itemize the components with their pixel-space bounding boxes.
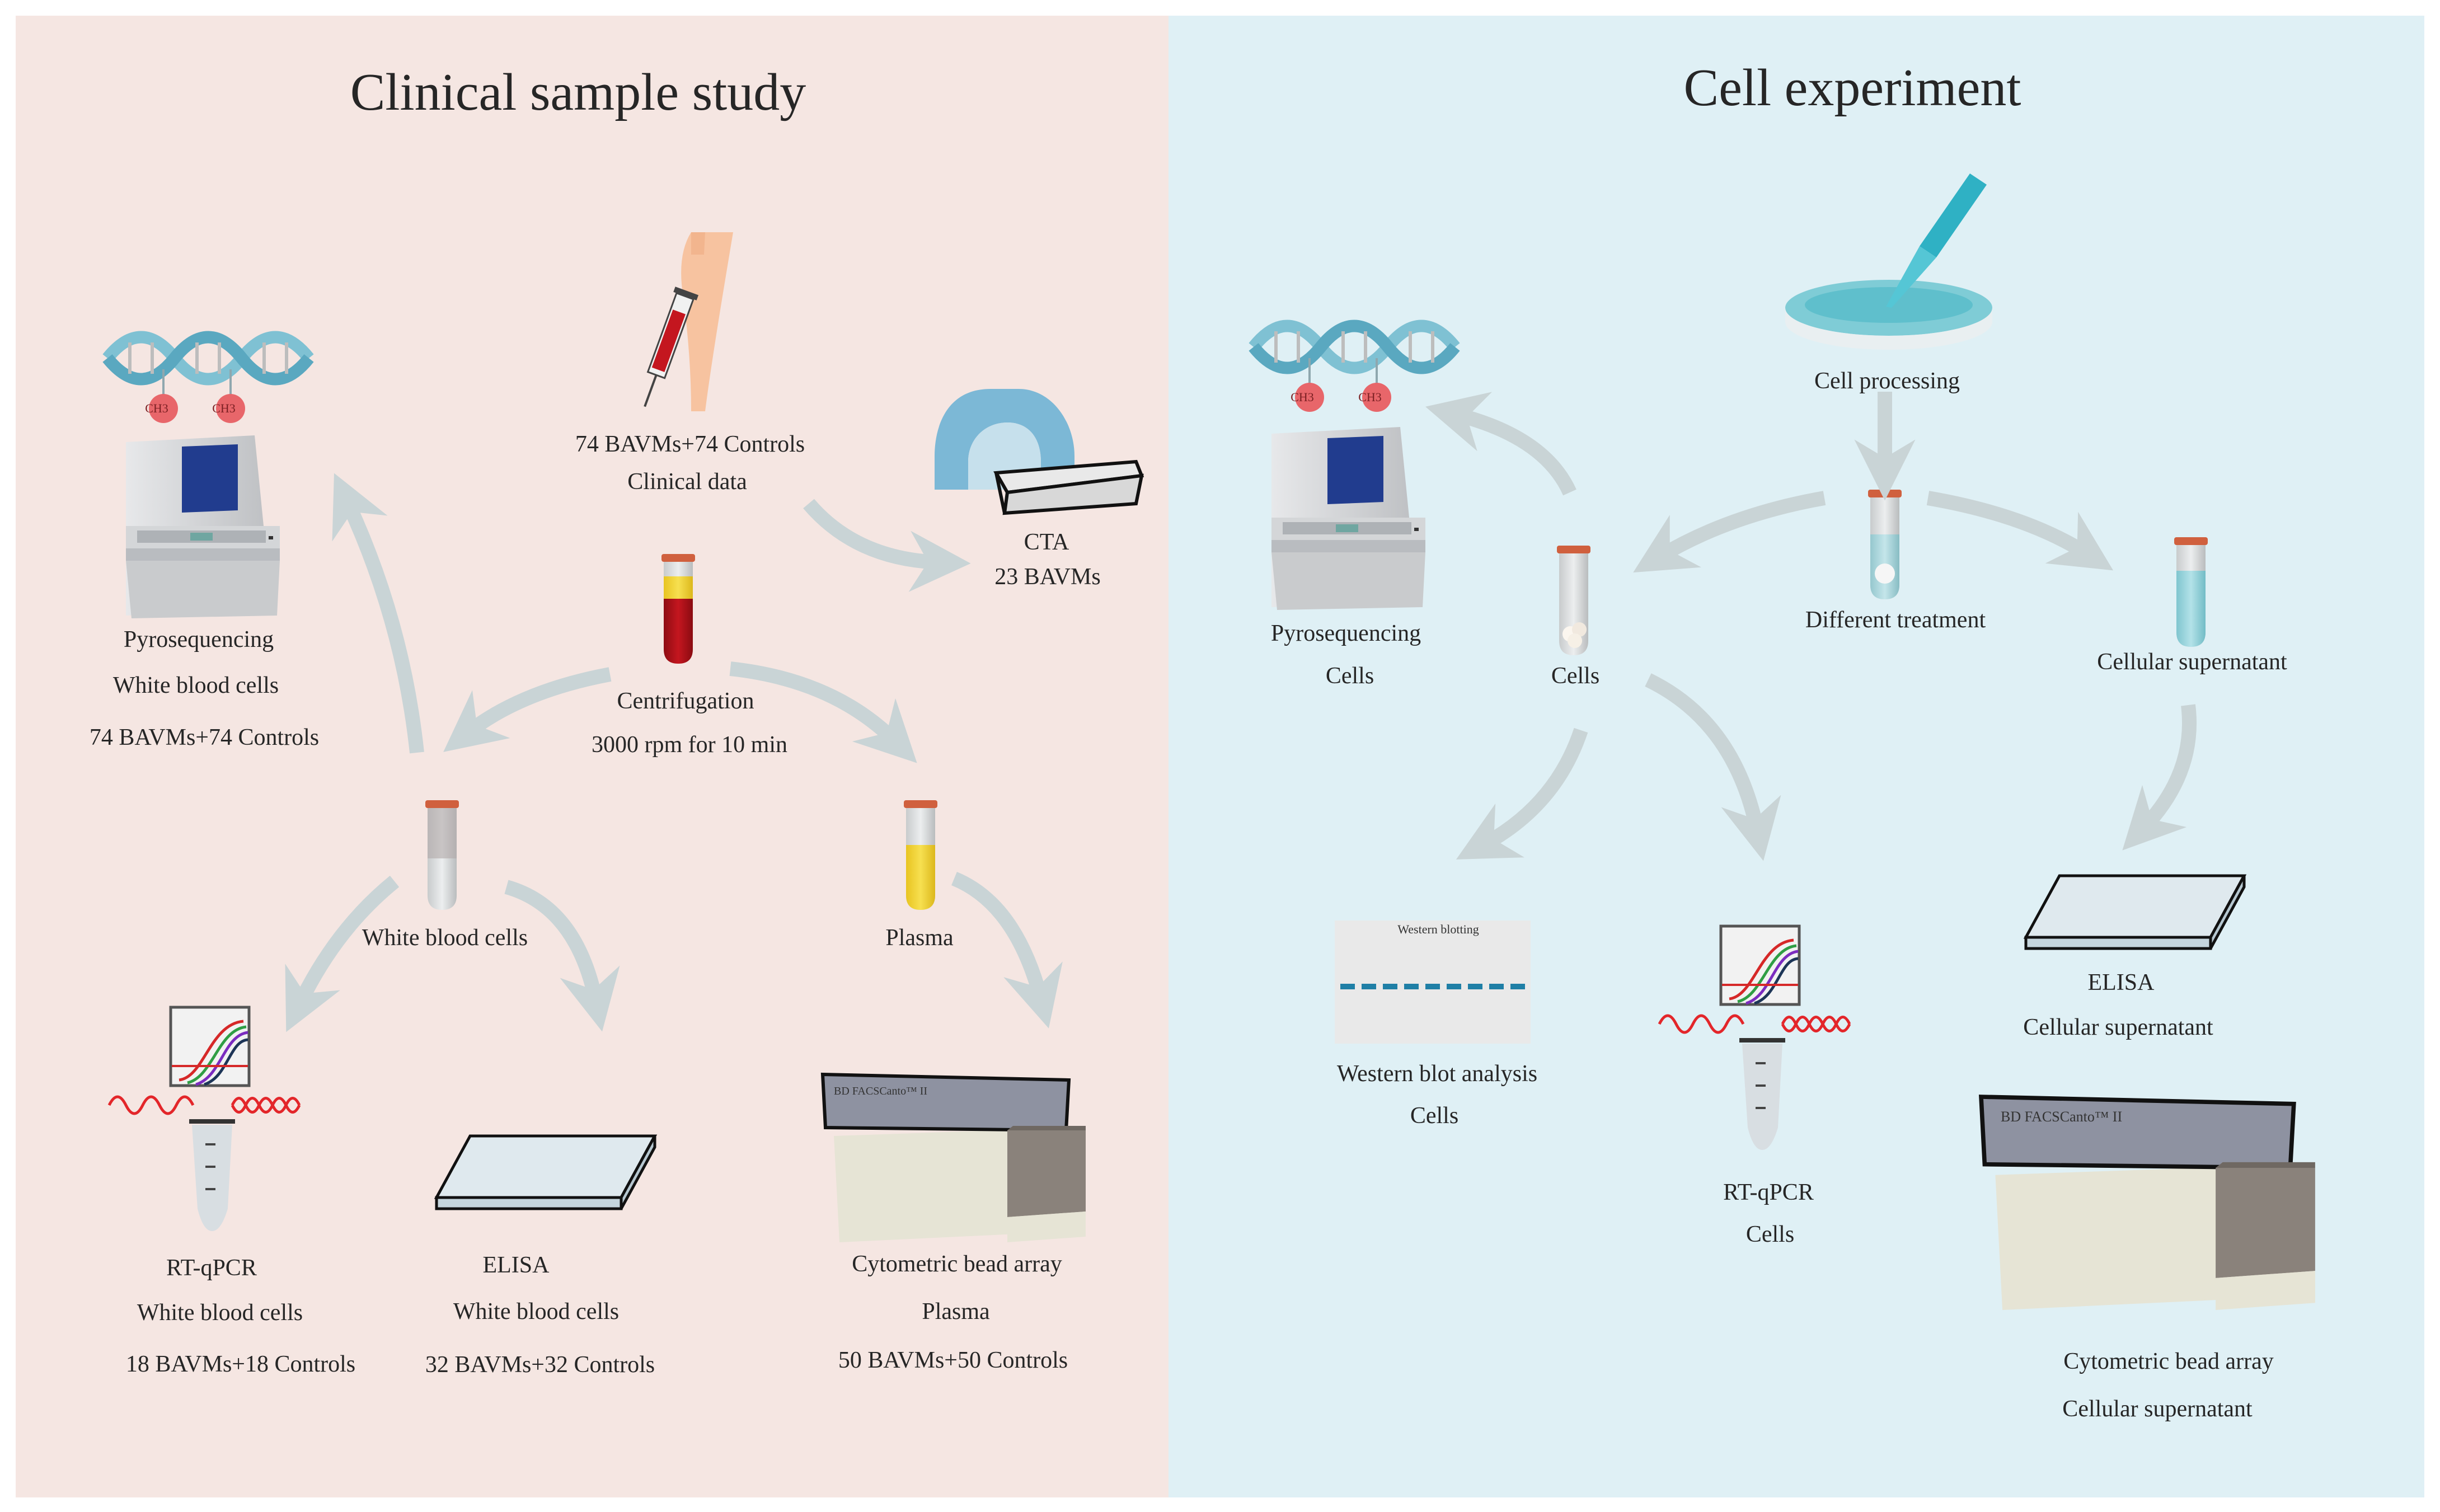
arrow-to-rtqpcr-right	[1645, 673, 1781, 861]
cytometer-brand: BD FACSCanto™ II	[834, 1085, 927, 1097]
centrifugation-label: Centrifugation	[617, 688, 754, 714]
rtqpcr-label: RT-qPCR	[166, 1255, 257, 1281]
patient-count: 74 BAVMs+74 Controls	[575, 431, 805, 457]
plasma-tube-label: Plasma	[885, 925, 954, 951]
elisa-count: 32 BAVMs+32 Controls	[425, 1352, 655, 1378]
elisa-sample: White blood cells	[453, 1299, 620, 1325]
clinical-data-label: Clinical data	[627, 469, 747, 495]
arrow-to-elisa	[504, 880, 620, 1032]
elisa-plate-icon	[437, 1136, 655, 1209]
western-sample: Cells	[1410, 1103, 1459, 1129]
blood-tube-icon	[661, 554, 695, 664]
ct-scanner-icon	[935, 389, 1144, 515]
arrow-to-cta	[803, 499, 971, 592]
cba-label: Cytometric bead array	[852, 1251, 1062, 1277]
cta-label: CTA	[1024, 529, 1069, 555]
centrifugation-detail: 3000 rpm for 10 min	[592, 732, 787, 758]
rtqpcr-sample: White blood cells	[137, 1300, 303, 1326]
elisa-label-right: ELISA	[2087, 970, 2155, 996]
rtqpcr-label-right: RT-qPCR	[1723, 1180, 1814, 1205]
cba-count: 50 BAVMs+50 Controls	[838, 1347, 1068, 1373]
white-blood-cells-tube-icon	[425, 800, 459, 910]
cytometer-brand: BD FACSCanto™ II	[2001, 1109, 2122, 1125]
arrow-to-pyrosequencing	[332, 473, 424, 754]
rtqpcr-sample-right: Cells	[1745, 1222, 1795, 1247]
methyl-label: CH3	[1291, 390, 1314, 404]
pyrosequencer-icon	[126, 435, 280, 618]
rtqpcr-count: 18 BAVMs+18 Controls	[125, 1351, 356, 1377]
pyrosequencing-sample-right: Cells	[1325, 663, 1374, 689]
wbc-tube-label: White blood cells	[362, 925, 528, 951]
elisa-sample-right: Cellular supernatant	[2023, 1015, 2213, 1040]
arrow-to-western	[1456, 727, 1588, 860]
clinical-panel-background	[16, 16, 1169, 1497]
arrow-to-rtqpcr	[285, 875, 400, 1032]
pyrosequencing-label-right: Pyrosequencing	[1270, 621, 1421, 646]
syringe-icon	[644, 232, 733, 411]
cells-tube-icon	[1557, 546, 1590, 655]
cta-count: 23 BAVMs	[994, 564, 1101, 590]
supernatant-tube-icon	[2174, 537, 2208, 647]
pyrosequencing-label: Pyrosequencing	[123, 627, 274, 652]
arrow-to-wbc	[443, 667, 612, 752]
clinical-panel-title: Clinical sample study	[350, 63, 806, 121]
flow-cytometer-icon-right	[1981, 1097, 2315, 1310]
pyrosequencing-count: 74 BAVMs+74 Controls	[89, 725, 320, 750]
arrow-to-plasma	[729, 661, 917, 763]
different-treatment-label: Different treatment	[1805, 607, 1986, 633]
cell-panel-title: Cell experiment	[1683, 59, 2021, 117]
arrow-to-cba	[951, 871, 1063, 1029]
flow-cytometer-icon	[823, 1074, 1086, 1242]
elisa-label: ELISA	[482, 1252, 550, 1278]
western-membrane-label: Western blotting	[1397, 922, 1479, 936]
pyrosequencer-icon-right	[1271, 427, 1425, 610]
methyl-label: CH3	[1358, 390, 1382, 404]
plasma-tube-icon	[904, 800, 937, 910]
cells-tube-label: Cells	[1551, 663, 1600, 689]
methyl-label: CH3	[145, 401, 168, 415]
western-label: Western blot analysis	[1336, 1061, 1538, 1087]
pyrosequencing-sample: White blood cells	[112, 673, 279, 698]
cba-sample: Plasma	[922, 1299, 990, 1325]
supernatant-tube-label: Cellular supernatant	[2097, 649, 2287, 675]
elisa-plate-icon-right	[2026, 876, 2244, 948]
arrow-to-elisa-right	[2122, 704, 2197, 851]
western-blot-icon	[1335, 921, 1531, 1044]
arrow-to-supernatant	[1926, 491, 2114, 571]
treatment-tube-icon	[1868, 490, 1902, 599]
flow-arrows	[285, 392, 2197, 1032]
cba-sample-right: Cellular supernatant	[2062, 1396, 2253, 1422]
methyl-label: CH3	[212, 401, 236, 415]
cell-processing-label: Cell processing	[1814, 368, 1960, 394]
arrow-to-cells	[1633, 491, 1826, 573]
petri-dish-icon	[1785, 280, 1992, 350]
cba-label-right: Cytometric bead array	[2063, 1349, 2274, 1374]
pipette-icon	[1886, 173, 1987, 308]
arrow-to-pyrosequencing-right	[1425, 392, 1576, 496]
